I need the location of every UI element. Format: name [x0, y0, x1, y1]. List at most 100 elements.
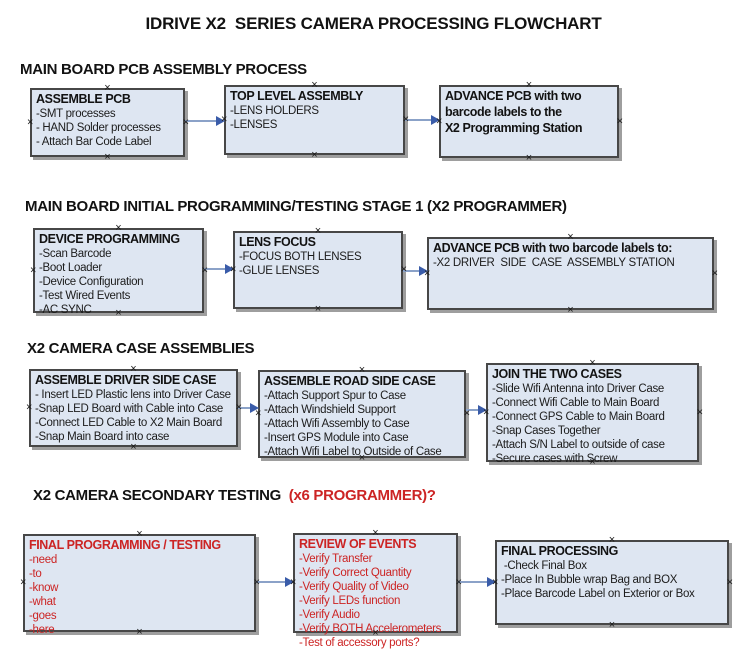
flow-arrow [458, 576, 496, 588]
box-item: -Attach Wifi Label to Outside of Case [264, 446, 442, 458]
flow-box-assemble-driver-side-case: × × × × ASSEMBLE DRIVER SIDE CASE - Inse… [26, 364, 242, 453]
box-item: -Snap LED Board with Cable into Case [35, 403, 224, 415]
flow-box-review-of-events: × × × × REVIEW OF EVENTS -Verify Transfe… [290, 528, 462, 650]
connector-handle-icon: × [314, 303, 322, 315]
box-item: -Verify Correct Quantity [299, 567, 412, 579]
connector-handle-icon: × [30, 264, 37, 276]
box-item: -Verify Transfer [299, 553, 373, 565]
box-item: -Slide Wifi Antenna into Driver Case [492, 383, 664, 395]
box-item: -Verify Audio [299, 609, 360, 621]
box-item: -Check Final Box [501, 560, 587, 572]
box-item: -Scan Barcode [39, 248, 112, 260]
arrow-line [405, 119, 434, 121]
box-title: TOP LEVEL ASSEMBLY [230, 89, 363, 103]
box-item: - HAND Solder processes [36, 122, 161, 134]
box-item: -Connect LED Cable to X2 Main Board [35, 417, 223, 429]
heading-black-part: X2 CAMERA SECONDARY TESTING [33, 487, 285, 504]
box-item: - Insert LED Plastic lens into Driver Ca… [35, 389, 231, 401]
box-item: -Test of accessory ports? [299, 637, 420, 649]
box-item: -need [29, 554, 57, 566]
box-item: -AC SYNC [39, 304, 92, 316]
box-item: -what [29, 596, 56, 608]
box-item: -Attach Wifi Assembly to Case [264, 418, 410, 430]
box-item: -Connect GPS Cable to Main Board [492, 411, 665, 423]
flow-box-lens-focus: × × × × LENS FOCUS -FOCUS BOTH LENSES -G… [230, 226, 407, 315]
flow-arrow [204, 263, 234, 275]
flow-arrow [185, 115, 225, 127]
connector-handle-icon: × [616, 115, 623, 127]
arrow-line [403, 270, 422, 272]
flow-arrow [256, 576, 294, 588]
box-title: FINAL PROGRAMMING / TESTING [29, 538, 221, 552]
arrow-head-icon [478, 405, 487, 415]
arrow-head-icon [216, 116, 225, 126]
box-title: ADVANCE PCB with two barcode labels to: [433, 241, 673, 255]
connector-handle-icon: × [130, 441, 137, 453]
section-heading-case-assemblies: X2 CAMERA CASE ASSEMBLIES [27, 340, 255, 357]
connector-handle-icon: × [726, 576, 733, 588]
box-item: -Insert GPS Module into Case [264, 432, 409, 444]
box-item: -LENS HOLDERS [230, 105, 319, 117]
flow-arrow [403, 265, 428, 277]
box-title: DEVICE PROGRAMMING [39, 232, 180, 246]
flow-box-assemble-road-side-case: × × × × ASSEMBLE ROAD SIDE CASE -Attach … [255, 365, 470, 464]
arrow-head-icon [419, 266, 428, 276]
connector-handle-icon: × [525, 152, 533, 164]
box-item: -Verify LEDs function [299, 595, 401, 607]
box-title: JOIN THE TWO CASES [492, 367, 622, 381]
flow-arrow [466, 404, 487, 416]
box-item: -LENSES [230, 119, 278, 131]
box-item: -goes [29, 610, 57, 622]
box-item: -Place In Bubble wrap Bag and BOX [501, 574, 678, 586]
box-item: -to [29, 568, 42, 580]
box-title: REVIEW OF EVENTS [299, 537, 417, 551]
box-item: -Test Wired Events [39, 290, 131, 302]
arrow-line [466, 409, 481, 411]
box-item: -Verify BOTH Accelerometers [299, 623, 442, 635]
connector-handle-icon: × [311, 149, 318, 161]
box-item: -X2 DRIVER SIDE CASE ASSEMBLY STATION [433, 257, 675, 269]
box-title: LENS FOCUS [239, 235, 316, 249]
connector-handle-icon: × [711, 267, 718, 279]
arrow-line [458, 581, 490, 583]
section-heading-secondary-testing: X2 CAMERA SECONDARY TESTING (x6 PROGRAMM… [33, 487, 436, 504]
box-item: -Boot Loader [39, 262, 102, 274]
section-heading-initial-programming: MAIN BOARD INITIAL PROGRAMMING/TESTING S… [25, 198, 567, 215]
connector-handle-icon: × [104, 151, 111, 163]
box-item: -Place Barcode Label on Exterior or Box [501, 588, 695, 600]
connector-handle-icon: × [696, 406, 703, 418]
flow-box-advance-pcb-driver-side-station: × × × × ADVANCE PCB with two barcode lab… [424, 232, 718, 316]
box-title: ASSEMBLE PCB [36, 92, 131, 106]
box-item: -Attach S/N Label to outside of case [492, 439, 665, 451]
arrow-line [238, 407, 253, 409]
flow-box-join-the-two-cases: × × × × JOIN THE TWO CASES -Slide Wifi A… [483, 358, 703, 468]
flow-box-top-level-assembly: × × × × TOP LEVEL ASSEMBLY -LENS HOLDERS… [221, 80, 409, 161]
box-title: ADVANCE PCB with two barcode labels to t… [445, 89, 583, 135]
flow-box-assemble-pcb: × × × × ASSEMBLE PCB -SMT processes - HA… [27, 83, 189, 163]
connector-handle-icon: × [20, 576, 27, 589]
box-item: -Snap Cases Together [492, 425, 601, 437]
box-item: - Attach Bar Code Label [36, 136, 152, 148]
box-item: -FOCUS BOTH LENSES [239, 251, 362, 263]
section-heading-pcb-assembly: MAIN BOARD PCB ASSEMBLY PROCESS [20, 61, 307, 78]
box-item: -here [29, 624, 55, 636]
box-item: -know [29, 582, 59, 594]
box-item: -Verify Quality of Video [299, 581, 409, 593]
arrow-head-icon [487, 577, 496, 587]
box-item: -Attach Windshield Support [264, 404, 396, 416]
arrow-head-icon [225, 264, 234, 274]
connector-handle-icon: × [27, 116, 34, 128]
heading-red-part: (x6 PROGRAMMER)? [284, 487, 436, 504]
flow-box-advance-pcb-programming-station: × × × × ADVANCE PCB with two barcode lab… [436, 80, 623, 164]
arrow-head-icon [431, 115, 440, 125]
arrow-head-icon [250, 403, 259, 413]
arrow-line [185, 120, 219, 122]
connector-handle-icon: × [567, 304, 574, 316]
flow-arrow [405, 114, 440, 126]
arrow-line [204, 268, 228, 270]
connector-handle-icon: × [26, 401, 33, 414]
flow-arrow [238, 402, 259, 414]
box-title: ASSEMBLE ROAD SIDE CASE [264, 374, 436, 388]
box-item: -GLUE LENSES [239, 265, 320, 277]
